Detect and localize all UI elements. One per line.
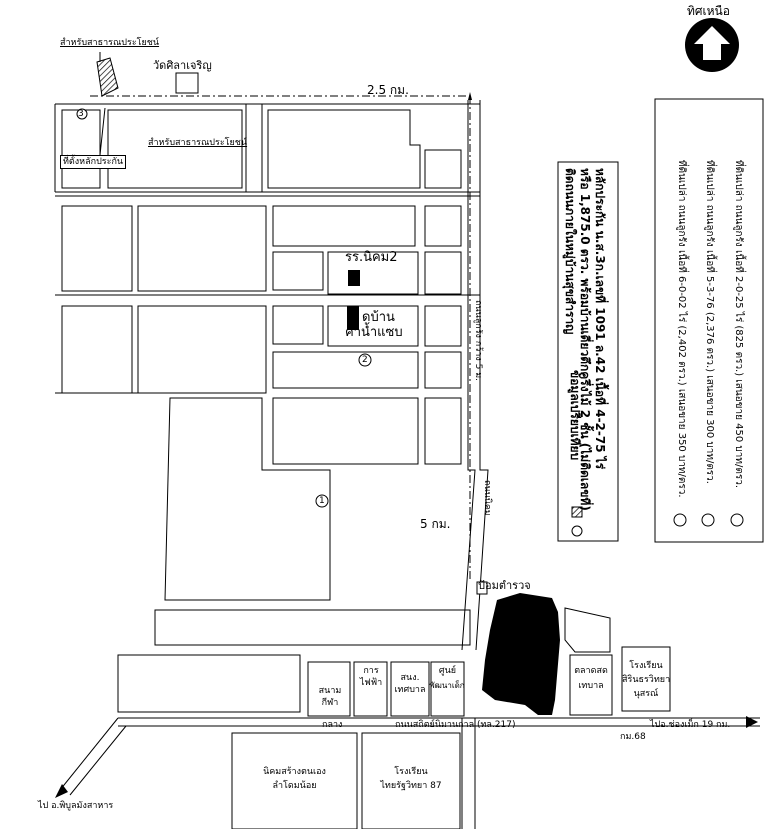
block — [272, 251, 324, 291]
block — [61, 205, 133, 292]
dev-center-label-1: ศูนย์ — [438, 666, 457, 676]
block — [272, 305, 324, 345]
school-east-label-1: โรงเรียน — [629, 661, 663, 671]
police-area-shape — [482, 593, 560, 715]
village-label-1: ดบ้าน — [362, 310, 395, 325]
block — [424, 351, 462, 389]
block — [61, 305, 133, 394]
arrow-up-icon — [468, 92, 472, 100]
school-icon — [348, 270, 360, 286]
legend-comparables-box — [654, 98, 764, 543]
east-road-upper-label: ถนนลูกรัง กว้าง 5 ม. — [473, 300, 483, 381]
school-center-label: รร.นิคม2 — [345, 250, 398, 265]
block — [117, 654, 301, 713]
school-east-label-3: นุสรณ์ — [633, 689, 659, 699]
stadium-label-1: สนาม — [318, 686, 342, 696]
marker-1: 1 — [319, 496, 325, 506]
legend-c2: ที่ดินเปล่า ถนนลูกรัง เนื้อที่ 5-3-76 (2… — [704, 160, 715, 484]
municipal-label-2: เทศบาล — [394, 685, 426, 695]
legend-survey: ข้อมูลเปรียบเทียบ — [568, 370, 582, 461]
block — [267, 109, 421, 189]
block — [272, 397, 419, 465]
block — [424, 305, 462, 347]
collateral-site-label: ที่ตั้งหลักประกัน — [60, 155, 127, 169]
block — [272, 351, 419, 389]
electric-label-1: การ — [363, 666, 379, 676]
legend-c1: ที่ดินเปล่า ถนนลูกรัง เนื้อที่ 6-0-02 ไร… — [676, 160, 687, 498]
temple-label: วัดศิลาเจริญ — [153, 59, 212, 72]
arrow-right-icon — [746, 716, 758, 728]
block — [424, 205, 462, 247]
east-road-lower-label: ถนนนิคม — [482, 480, 492, 516]
block — [107, 109, 243, 189]
settlement-label-2: ลำโดมน้อย — [272, 781, 317, 791]
block — [327, 305, 419, 347]
block — [424, 397, 462, 465]
to-chongmek-label: ไปอ.ช่องเม็ก 19 กม. — [650, 720, 731, 730]
block — [424, 251, 462, 295]
block — [272, 205, 416, 247]
distance-top-label: 2.5 กม. — [367, 83, 409, 97]
market-label-2: เทบาล — [578, 681, 604, 691]
klang-label: กลาง — [322, 720, 343, 730]
legend-collateral-1: หลักประกัน น.ส.3ก.เลขที่ 1091 ล.42 เนื้อ… — [593, 168, 607, 470]
public-area-mid-label: สำหรับสาธารณประโยชน์ — [148, 138, 248, 148]
collateral-hatched-plot — [96, 57, 119, 97]
municipal-label-1: สนง. — [400, 673, 420, 683]
marker-2: 2 — [362, 355, 368, 365]
block — [137, 305, 267, 394]
road-network — [54, 100, 481, 395]
legend-c3: ที่ดินเปล่า ถนนลูกรัง เนื้อที่ 2-0-25 ไร… — [733, 160, 744, 489]
temple-box — [175, 72, 199, 94]
arrow-down-left-icon — [55, 784, 68, 798]
block — [164, 397, 331, 601]
block — [137, 205, 267, 292]
north-arrow-icon — [685, 18, 739, 72]
village-label-2: คำน้ำแซบ — [345, 325, 403, 340]
legend-collateral-3: ติดถนนภายในหมู่บ้านสุขสำราญ — [563, 168, 577, 335]
public-area-top-label: สำหรับสาธารณประโยชน์ — [60, 38, 160, 48]
settlement-label-1: นิคมสร้างตนเอง — [263, 767, 326, 777]
stadium-label-2: กีฬา — [321, 698, 339, 708]
km68-label: กม.68 — [620, 732, 646, 742]
school-east-label-2: สิรินธรวิทยา — [622, 675, 671, 685]
block — [327, 251, 419, 295]
distance-line-top — [90, 95, 471, 580]
legend-collateral-box — [557, 161, 619, 542]
school-south-label-2: ไทยรัฐวิทยา 87 — [380, 781, 442, 791]
block — [61, 109, 101, 189]
police-label: ป้อมตำรวจ — [478, 579, 531, 592]
main-road-label: ถนนสถิตย์นิมานกาล (ทล.217) — [395, 720, 516, 730]
dev-center-label-2: พัฒนาเด็ก — [429, 681, 465, 690]
market-label-1: ตลาดสด — [574, 666, 608, 676]
marker-3: 3 — [78, 109, 84, 119]
house-icon — [347, 306, 359, 330]
north-label: ทิศเหนือ — [687, 4, 730, 18]
to-phibun-label: ไป อ.พิบูลมังสาหาร — [38, 801, 114, 811]
distance-east-label: 5 กม. — [420, 517, 451, 531]
block — [424, 149, 462, 189]
electric-label-2: ไฟฟ้า — [359, 678, 383, 688]
blocks — [61, 109, 471, 713]
school-south-label-1: โรงเรียน — [394, 767, 428, 777]
